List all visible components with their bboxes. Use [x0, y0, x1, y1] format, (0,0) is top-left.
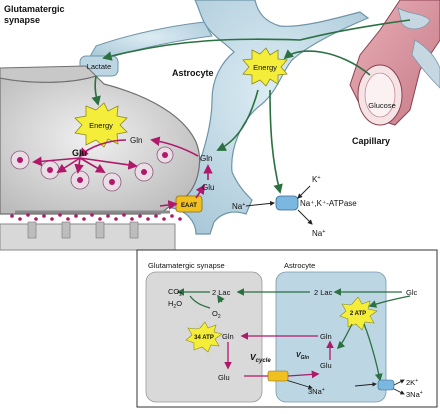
energy-burst-astrocyte: Energy	[242, 47, 288, 87]
eaat-transporter-schema	[267, 370, 289, 382]
schema-neuron-title: Glutamatergic synapse	[148, 261, 225, 270]
schema-astro-title: Astrocyte	[284, 261, 315, 270]
gln-neuron-schema: Gln	[222, 332, 234, 341]
synapse-title-line1: Glutamatergic	[4, 4, 65, 14]
atp-astro-label: 2 ATP	[350, 311, 366, 317]
vcycle-label: Vcycle	[250, 352, 271, 364]
k2-label: 2K+	[406, 378, 418, 387]
energy-burst-neuron: Energy	[74, 102, 128, 148]
na3-label: 3Na+	[308, 387, 325, 396]
h2o-label: H2O	[168, 299, 182, 310]
illustration-arrows	[32, 19, 411, 225]
lac-neuron-label: 2 Lac	[212, 288, 231, 297]
capillary	[349, 0, 440, 126]
na-plus-label: Na+	[232, 202, 245, 211]
capillary-label: Capillary	[352, 136, 390, 146]
eaat-transporter: EAAT	[175, 195, 203, 213]
glc-label: Glc	[406, 288, 418, 297]
na3b-label: 3Na+	[406, 390, 423, 399]
illustration: Energy Energy EAAT	[0, 0, 440, 251]
glu-astro-schema: Glu	[320, 361, 332, 370]
synapse-title-line2: synapse	[4, 15, 40, 25]
atp-neuron-label: 34 ATP	[194, 335, 214, 341]
atpase-schema	[377, 379, 395, 391]
glutamate-dots	[10, 213, 182, 221]
astrocyte-label: Astrocyte	[172, 68, 214, 78]
k-label: K+	[312, 175, 321, 184]
gln-astro-label: Gln	[200, 154, 212, 163]
glu-neuron-schema: Glu	[218, 373, 230, 382]
atpase-pump	[275, 195, 299, 211]
co2-label: CO2	[168, 287, 182, 298]
gln-astro-schema: Gln	[320, 332, 332, 341]
schema-arrows	[176, 288, 411, 395]
na-out-label: Na+	[312, 229, 325, 238]
o2-label: O2	[212, 309, 221, 320]
lactate-label: Lactate	[87, 62, 112, 71]
energy-label-neuron: Energy	[89, 121, 113, 130]
atpase-label: Na⁺,K⁺-ATPase	[300, 199, 357, 208]
glu-neuron-label: Glu	[72, 148, 87, 158]
schematic-inset: Glutamatergic synapse Astrocyte	[136, 249, 438, 408]
glu-astro-label: Glu	[202, 183, 214, 192]
gln-neuron-label: Gln	[130, 136, 142, 145]
lac-astro-label: 2 Lac	[314, 288, 333, 297]
energy-label-astro: Energy	[253, 63, 277, 72]
glucose-label: Glucose	[368, 101, 396, 110]
receptors	[27, 221, 139, 239]
eaat-label: EAAT	[181, 203, 197, 209]
atp-burst-neuron	[185, 321, 223, 353]
vgln-label: VGln	[296, 352, 309, 361]
